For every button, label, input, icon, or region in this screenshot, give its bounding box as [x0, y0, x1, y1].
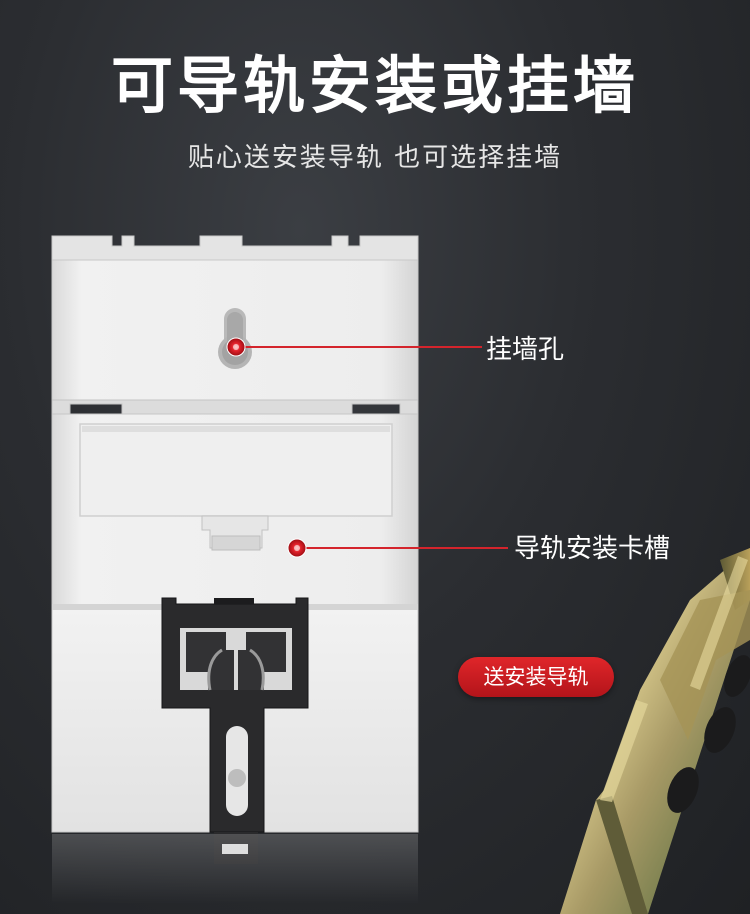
- callout-wall-hole: [226, 337, 482, 357]
- device-top-module: [51, 235, 419, 415]
- device-reflection: [52, 834, 418, 904]
- din-rail: [560, 548, 750, 914]
- callout-rail-slot: [287, 538, 508, 558]
- device-middle-section: [51, 413, 419, 609]
- wall-hole-label: 挂墙孔: [486, 335, 565, 365]
- page-subtitle: 贴心送安装导轨 也可选择挂墙: [187, 143, 563, 173]
- page-title: 可导轨安装或挂墙: [110, 49, 639, 122]
- free-rail-badge: 送安装导轨: [458, 657, 614, 697]
- device-lower-section: [51, 597, 419, 864]
- rail-slot-label: 导轨安装卡槽: [514, 534, 671, 564]
